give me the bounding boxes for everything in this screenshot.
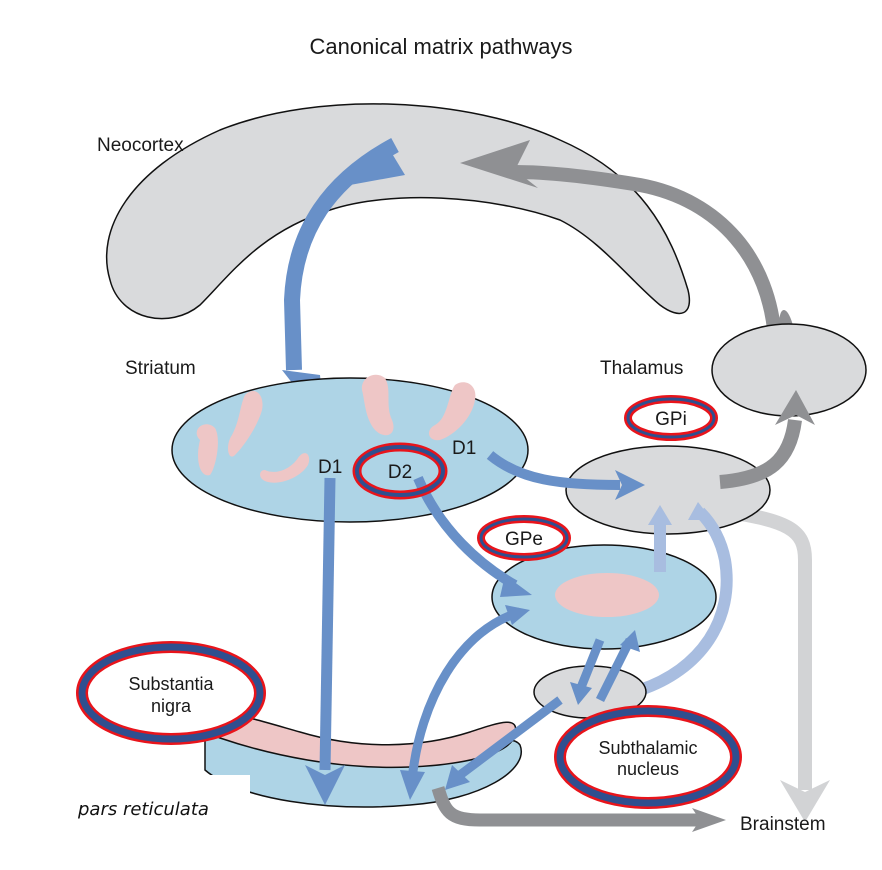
neocortex-region	[105, 103, 691, 320]
subthalamic-highlight: Subthalamic nucleus	[554, 705, 742, 809]
substantia-nigra-highlight: Substantia nigra	[76, 641, 266, 745]
neocortex-label: Neocortex	[97, 135, 184, 156]
stn-to-gpi-arrow	[638, 502, 733, 696]
striosome-patches	[196, 374, 476, 483]
stn-to-gpe-arrow	[595, 630, 640, 703]
diagram-title: Canonical matrix pathways	[310, 34, 573, 59]
d2-to-gpe-arrow	[413, 476, 532, 597]
gpe-to-stn-arrow	[570, 638, 605, 705]
gpe-to-snr-arrow	[400, 605, 530, 800]
gpi-region	[565, 445, 771, 535]
d1-right-label: D1	[452, 438, 476, 459]
striatum-label: Striatum	[125, 358, 196, 379]
substantia-nigra-label-line1: Substantia	[128, 674, 214, 694]
d2-label: D2	[388, 462, 412, 483]
gpi-to-thalamus-arrow	[719, 390, 815, 489]
brainstem-label: Brainstem	[740, 814, 826, 835]
gpe-to-gpi-arrow	[648, 505, 672, 572]
pars-reticulata-label: pars reticulata	[77, 799, 209, 820]
gpe-highlight: GPe	[477, 515, 571, 561]
subthalamic-label-line2: nucleus	[617, 759, 679, 779]
gpe-patch	[555, 573, 659, 617]
substantia-nigra-label-line2: nigra	[151, 696, 192, 716]
stn-to-snr-arrow	[445, 696, 563, 790]
d1-left-label: D1	[318, 457, 342, 478]
d1-to-gpi-arrow	[486, 451, 645, 500]
gpi-label: GPi	[655, 409, 687, 430]
gpe-label: GPe	[505, 529, 543, 550]
d2-highlight: D2	[352, 442, 448, 500]
gpi-highlight: GPi	[624, 395, 718, 441]
subthalamic-label-line1: Subthalamic	[598, 738, 697, 758]
thalamus-label: Thalamus	[600, 358, 683, 379]
pars-reticulata-label-bg	[70, 775, 250, 835]
d1-to-snr-arrow	[305, 477, 345, 805]
snr-to-brainstem-arrow	[431, 786, 726, 832]
